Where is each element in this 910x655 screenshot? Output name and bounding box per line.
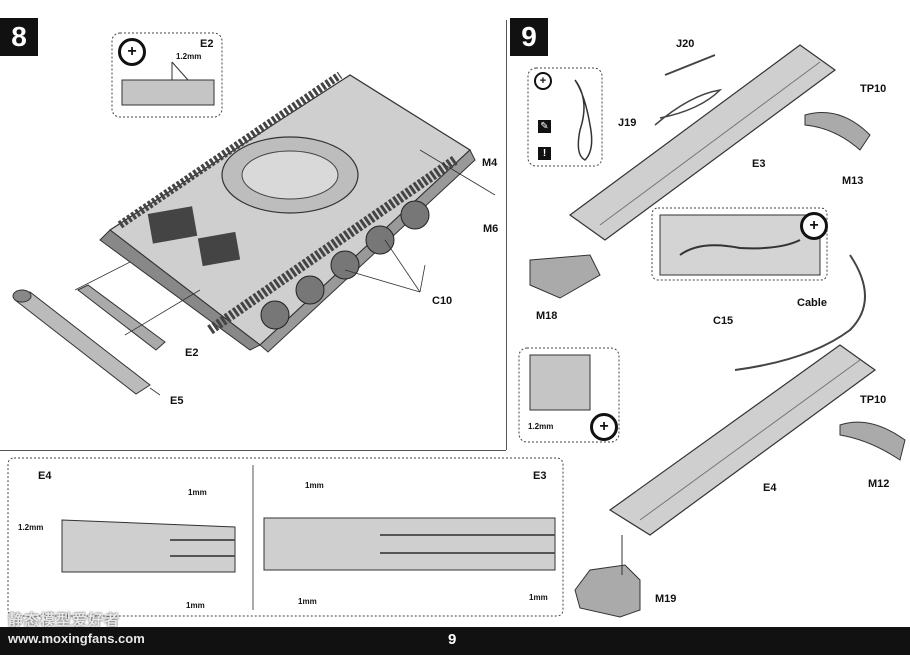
e3-plate [568,44,837,241]
step-8-badge: 8 [0,18,38,56]
label-c10: C10 [432,295,453,307]
step-divider-vertical [506,20,507,450]
label-m12: M12 [868,478,890,490]
watermark-url: www.moxingfans.com [8,631,145,646]
zoom-plus-icon: + [590,413,618,441]
label-m4: M4 [482,157,498,169]
zoom-plus-icon: + [800,212,828,240]
panel-e4-title: E4 [38,470,52,482]
panel-e4-size-bottom: 1mm [186,601,205,610]
page-number: 9 [448,631,457,648]
label-e4: E4 [763,482,777,494]
step-divider-horizontal [0,450,506,451]
e5-tube [12,289,151,395]
e2-plate [77,284,166,351]
label-m19: M19 [655,593,677,605]
panel-e3-size-top: 1mm [305,481,324,490]
e4-plate [608,344,877,536]
label-m13: M13 [842,175,864,187]
label-e5: E5 [170,395,184,407]
label-e3: E3 [752,158,766,170]
step8-detail-title: E2 [200,38,214,50]
label-c15: C15 [713,315,734,327]
step9-detail-size: 1.2mm [528,422,554,431]
zoom-plus-icon: + [534,72,552,90]
panel-e3-title: E3 [533,470,547,482]
panel-e4-size-top: 1mm [188,488,207,497]
label-e2: E2 [185,347,199,359]
label-cable: Cable [797,297,827,309]
step8-detail-size: 1.2mm [176,52,202,61]
label-tp10-bottom: TP10 [860,394,887,406]
label-m6: M6 [483,223,499,235]
watermark-cn: 静态模型爱好者 [8,612,121,629]
footer-bar [0,627,910,655]
zoom-plus-icon: + [118,38,146,66]
step-9-badge: 9 [510,18,548,56]
label-j20: J20 [676,38,695,50]
panel-e4-size-left: 1.2mm [18,523,44,532]
warning-icon: ! [538,147,551,160]
panel-e3-size-bottom-right: 1mm [529,593,548,602]
label-tp10-top: TP10 [860,83,887,95]
panel-e3-size-bottom-left: 1mm [298,597,317,606]
label-j19: J19 [618,117,637,129]
pencil-icon: ✎ [538,120,551,133]
label-m18: M18 [536,310,558,322]
